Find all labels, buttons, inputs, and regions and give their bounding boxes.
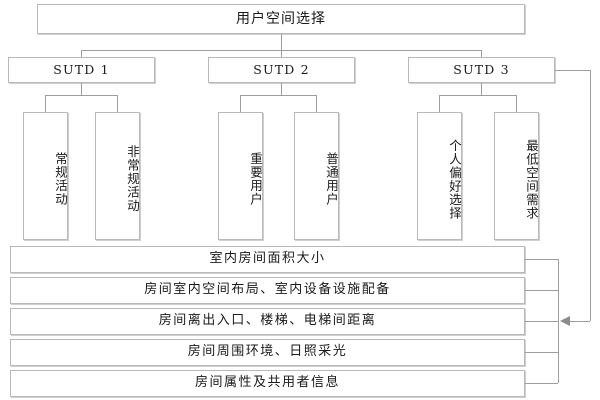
- leaf-node-label: 重要用户: [248, 152, 263, 206]
- attribute-bar-interior-layout[interactable]: 房间室内空间布局、室内设备设施配备: [10, 277, 525, 304]
- connector-root-down: [281, 34, 282, 50]
- connector-sutd2-leaf-drop-1: [240, 95, 241, 112]
- level1-node-sutd-3[interactable]: SUTD 3: [408, 57, 555, 83]
- leaf-node-ordinary-user[interactable]: 普通用户: [294, 112, 339, 240]
- level1-node-label: SUTD 2: [253, 61, 310, 77]
- connector-attr-stub-4: [525, 352, 558, 353]
- connector-attr-stub-1: [525, 259, 558, 260]
- connector-level1-drop-3: [481, 50, 482, 58]
- attribute-bar-room-area[interactable]: 室内房间面积大小: [10, 246, 525, 273]
- connector-sutd1-leaf-drop-1: [45, 95, 46, 112]
- connector-right-rail-down: [590, 70, 591, 321]
- connector-level1-drop-1: [81, 50, 82, 58]
- connector-sutd1-down: [81, 83, 82, 95]
- connector-attr-stub-5: [525, 383, 558, 384]
- leaf-node-label: 非常规活动: [125, 145, 140, 213]
- attribute-bar-label: 房间周围环境、日照采光: [187, 344, 348, 360]
- level1-node-label: SUTD 1: [53, 61, 110, 77]
- leaf-node-personal-preference[interactable]: 个人偏好选择: [417, 112, 462, 240]
- attribute-bar-room-properties-sharers[interactable]: 房间属性及共用者信息: [10, 370, 525, 397]
- arrowhead-into-attribute-bus: [560, 316, 570, 326]
- leaf-node-label: 个人偏好选择: [447, 138, 462, 220]
- leaf-node-regular-activity[interactable]: 常规活动: [23, 112, 68, 240]
- leaf-node-important-user[interactable]: 重要用户: [218, 112, 263, 240]
- connector-sutd1-bus: [45, 95, 117, 96]
- connector-level1-drop-2: [281, 50, 282, 58]
- level1-node-label: SUTD 3: [453, 61, 510, 77]
- connector-sutd1-leaf-drop-2: [117, 95, 118, 112]
- attribute-bar-surroundings-daylight[interactable]: 房间周围环境、日照采光: [10, 339, 525, 366]
- root-node-label: 用户空间选择: [236, 10, 326, 27]
- connector-sutd2-bus: [240, 95, 316, 96]
- leaf-node-irregular-activity[interactable]: 非常规活动: [95, 112, 140, 240]
- attribute-bar-label: 房间属性及共用者信息: [194, 375, 340, 391]
- connector-sutd2-leaf-drop-2: [316, 95, 317, 112]
- attribute-bar-distance-to-exits[interactable]: 房间离出入口、楼梯、电梯间距离: [10, 308, 525, 335]
- leaf-node-label: 最低空间需求: [524, 138, 539, 220]
- connector-sutd2-down: [281, 83, 282, 95]
- connector-sutd3-down: [481, 83, 482, 95]
- level1-node-sutd-1[interactable]: SUTD 1: [8, 57, 155, 83]
- connector-sutd3-right-exit: [555, 70, 590, 71]
- connector-sutd3-leaf-drop-2: [516, 95, 517, 112]
- level1-node-sutd-2[interactable]: SUTD 2: [208, 57, 355, 83]
- connector-attr-stub-2: [525, 290, 558, 291]
- leaf-node-label: 普通用户: [324, 152, 339, 206]
- connector-sutd3-bus: [439, 95, 516, 96]
- connector-attr-collector-bus: [558, 259, 559, 383]
- attribute-bar-label: 房间离出入口、楼梯、电梯间距离: [158, 313, 377, 329]
- connector-attr-stub-3: [525, 321, 558, 322]
- attribute-bar-label: 房间室内空间布局、室内设备设施配备: [144, 282, 391, 298]
- root-node-user-space-selection[interactable]: 用户空间选择: [37, 4, 525, 34]
- connector-right-rail-into-bus: [570, 321, 590, 322]
- leaf-node-minimum-space-demand[interactable]: 最低空间需求: [494, 112, 539, 240]
- leaf-node-label: 常规活动: [53, 152, 68, 206]
- connector-sutd3-leaf-drop-1: [439, 95, 440, 112]
- attribute-bar-label: 室内房间面积大小: [209, 251, 326, 267]
